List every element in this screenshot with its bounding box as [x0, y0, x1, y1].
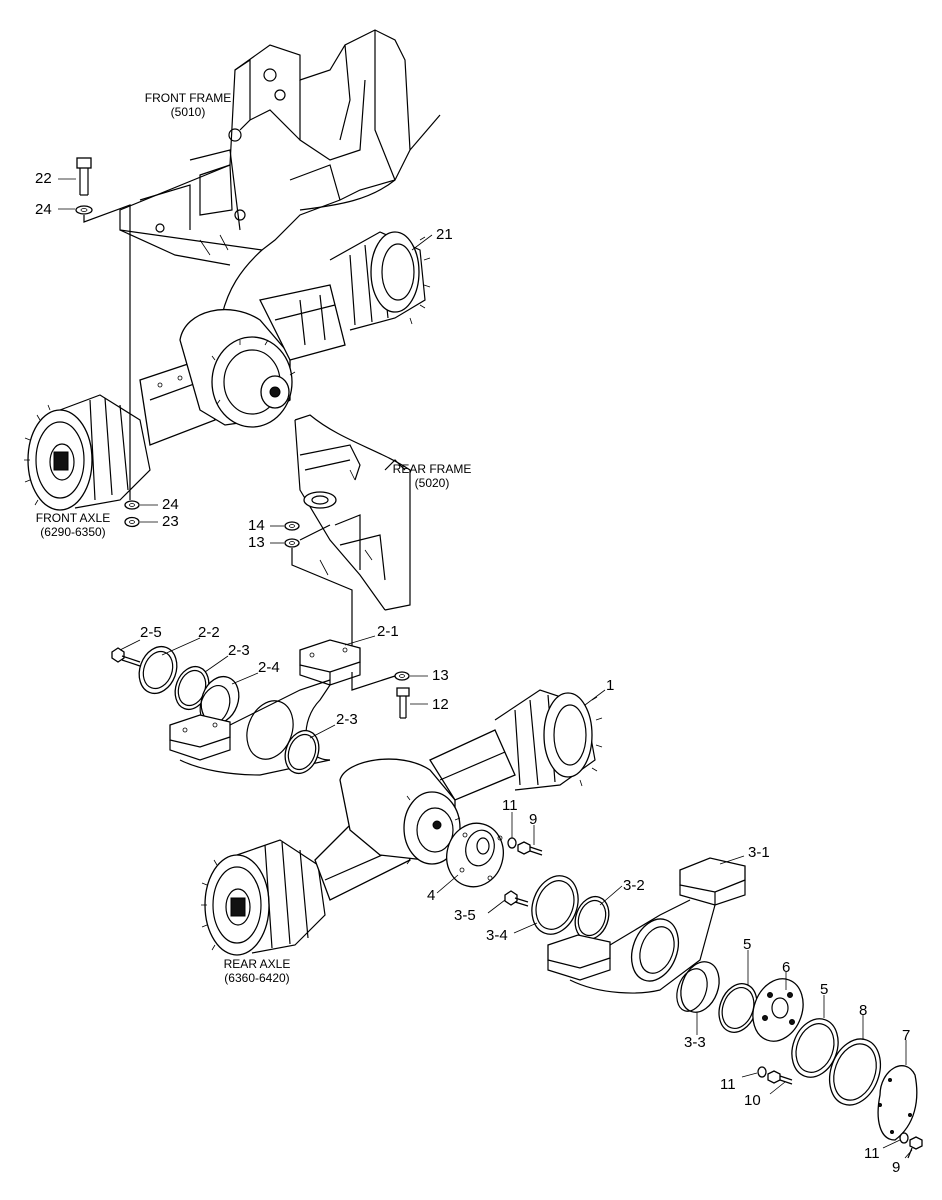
callout-3-2: 3-2 [623, 877, 645, 894]
rear-frame-caption: REAR FRAME (5020) [382, 462, 482, 491]
callout-2-3-top: 2-3 [228, 642, 250, 659]
bolt-22-drawing [75, 157, 131, 500]
callout-21: 21 [436, 226, 453, 243]
front-axle-code: (6290-6350) [40, 524, 106, 539]
front-frame-name: FRONT FRAME [144, 91, 232, 105]
callout-4: 4 [427, 887, 436, 904]
callout-3-1: 3-1 [748, 844, 770, 861]
front-axle-drawing [24, 231, 431, 511]
callout-24-bottom: 24 [162, 496, 179, 513]
callout-11-mid: 11 [502, 797, 518, 814]
callout-6: 6 [782, 959, 791, 976]
callout-5-right: 5 [820, 981, 829, 998]
callout-2-5: 2-5 [140, 624, 162, 641]
callout-2-2: 2-2 [198, 624, 220, 641]
leader-lines [58, 178, 913, 1159]
callout-11-bottom: 11 [864, 1145, 880, 1162]
rear-support-front-drawing [111, 639, 410, 776]
callout-24-top: 24 [35, 201, 52, 218]
rear-support-rear-drawing [446, 822, 923, 1159]
callout-8: 8 [859, 1002, 868, 1019]
front-frame-drawing [119, 29, 441, 316]
rear-frame-name: REAR FRAME [392, 462, 472, 476]
rear-frame-nuts-drawing [284, 521, 353, 665]
callout-12: 12 [432, 696, 449, 713]
front-frame-code: (5010) [170, 104, 206, 119]
callout-2-1: 2-1 [377, 623, 399, 640]
callout-22: 22 [35, 170, 52, 187]
callout-9-mid: 9 [529, 811, 538, 828]
callout-3-4: 3-4 [486, 927, 508, 944]
callout-9-bottom: 9 [892, 1159, 901, 1176]
front-frame-caption: FRONT FRAME (5010) [135, 91, 241, 120]
callout-23: 23 [162, 513, 179, 530]
rear-axle-name: REAR AXLE [223, 957, 291, 971]
callout-3-5: 3-5 [454, 907, 476, 924]
callout-14: 14 [248, 517, 265, 534]
front-axle-caption: FRONT AXLE (6290-6350) [24, 511, 122, 540]
front-axle-nuts-drawing [124, 500, 140, 528]
callout-3-3: 3-3 [684, 1034, 706, 1051]
rear-frame-drawing [294, 414, 411, 611]
callout-13-top: 13 [248, 534, 265, 551]
callout-1: 1 [606, 677, 615, 694]
rear-frame-code: (5020) [414, 475, 450, 490]
rear-axle-code: (6360-6420) [224, 970, 290, 985]
front-axle-name: FRONT AXLE [35, 511, 111, 525]
callout-10: 10 [744, 1092, 761, 1109]
rear-axle-drawing [201, 689, 603, 956]
callout-7: 7 [902, 1027, 911, 1044]
callout-11-lower: 11 [720, 1076, 736, 1093]
callout-13-bottom: 13 [432, 667, 449, 684]
rear-axle-caption: REAR AXLE (6360-6420) [212, 957, 302, 986]
callout-5-left: 5 [743, 936, 752, 953]
callout-2-3-bottom: 2-3 [336, 711, 358, 728]
callout-2-4: 2-4 [258, 659, 280, 676]
